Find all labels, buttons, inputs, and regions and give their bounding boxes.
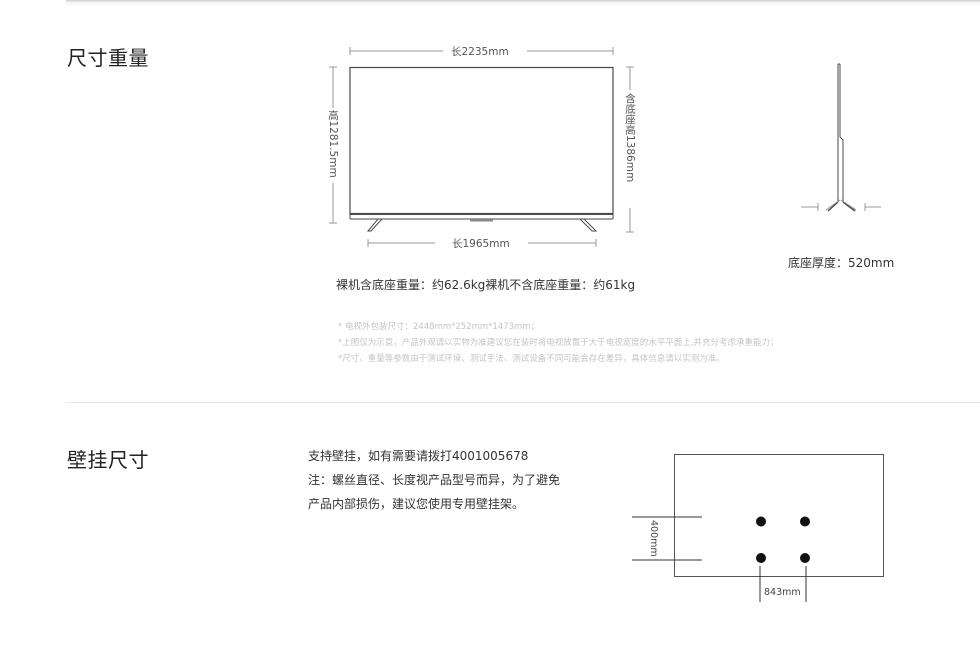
stand-span-label: 长1965mm	[452, 238, 510, 250]
tv-side-diagram	[801, 63, 881, 212]
tv-height-with-stand-label: 含底座高1386mm	[624, 93, 636, 183]
wall-mount-title: 壁挂尺寸	[67, 448, 149, 472]
wall-mount-note-line-2: 产品内部损伤，建议您使用专用壁挂架。	[308, 497, 525, 511]
note-illustration: *上图仅为示意，产品外观请以实物为准建议您在装时将电视放置于大于电视宽度的水平平…	[338, 338, 779, 348]
wall-mount-note-line: 注：螺丝直径、长度视产品型号而异，为了避免	[308, 473, 561, 487]
note-measurement: *尺寸、重量等参数由于测试环境、测试手法、测试设备不同可能会存在差异，具体信息请…	[338, 354, 725, 364]
stand-depth-label: 底座厚度：520mm	[788, 256, 895, 270]
tv-width-label: 长2235mm	[451, 46, 509, 58]
weight-info: 裸机含底座重量：约62.6kg裸机不含底座重量：约61kg	[336, 278, 636, 292]
notes-list: * 电视外包装尺寸：2448mm*252mm*1473mm； *上图仅为示意，产…	[338, 319, 778, 367]
top-edge-shadow	[66, 0, 980, 6]
tv-height-label: 高1281.5mm	[327, 110, 339, 178]
horizontal-spacing-label: 843mm	[764, 587, 801, 598]
wall-mount-info: 支持壁挂，如有需要请拨打4001005678 注：螺丝直径、长度视产品型号而异，…	[308, 444, 560, 516]
wall-mount-support-line: 支持壁挂，如有需要请拨打4001005678	[308, 449, 529, 463]
tv-front-diagram	[329, 47, 881, 247]
vertical-spacing-label: 400mm	[648, 520, 659, 557]
section-divider	[66, 402, 980, 403]
size-weight-title: 尺寸重量	[67, 46, 149, 70]
note-packaging: * 电视外包装尺寸：2448mm*252mm*1473mm；	[338, 322, 540, 332]
